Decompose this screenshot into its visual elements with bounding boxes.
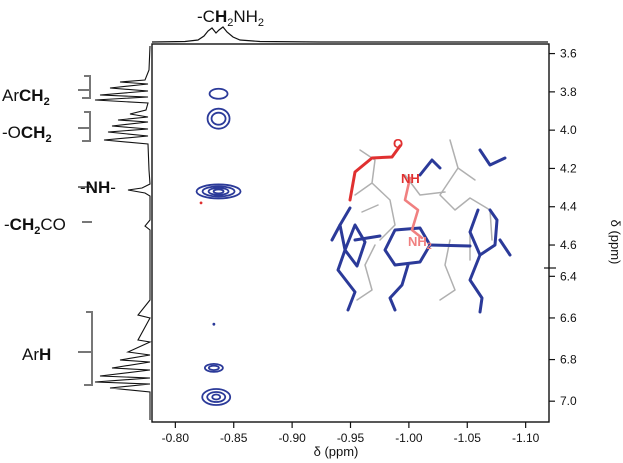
left-label-prefix: - [80, 178, 86, 197]
carbonyl-o-label: O [393, 136, 403, 151]
left-label-bold: NH [86, 178, 111, 197]
calixarene-molecule: O NH NH2 [330, 136, 512, 314]
top-label-suffix: NH [233, 7, 258, 26]
y-tick-label: 3.6 [560, 47, 577, 61]
x-tick-label: -0.80 [162, 431, 190, 445]
x-tick-label: -1.10 [512, 431, 540, 445]
contour-ring [206, 107, 231, 130]
amine-nh2-label: NH2 [408, 234, 432, 251]
x-tick-label: -0.90 [278, 431, 306, 445]
y-tick-label: 4.6 [560, 238, 577, 252]
contour-ring [208, 87, 229, 100]
left-label: -NH- [80, 178, 116, 197]
left-label-bold: H [39, 345, 51, 364]
left-brackets [78, 75, 93, 386]
left-label-prefix: - [4, 215, 10, 234]
x-tick-label: -0.95 [337, 431, 365, 445]
y-tick-label: 4.4 [560, 200, 577, 214]
top-label-prefix: -C [197, 7, 215, 26]
y-tick-label: 4.0 [560, 123, 577, 137]
x-tick-label: -1.00 [395, 431, 423, 445]
cross-peaks [195, 87, 242, 406]
amine-nh2-sub: 2 [427, 241, 432, 251]
left-label-sub: 2 [44, 96, 50, 108]
left-label: -OCH2 [2, 123, 52, 145]
y-tick-label: 6.6 [560, 311, 577, 325]
left-label: ArCH2 [2, 86, 50, 108]
left-label: ArH [22, 345, 51, 364]
amine-nh2-text: NH [408, 234, 427, 249]
top-projection-trace [151, 26, 548, 43]
x-tick-label: -1.05 [454, 431, 482, 445]
contour-ring [211, 393, 222, 401]
left-label-sub: 2 [45, 133, 51, 145]
y-tick-label: 6.4 [560, 269, 577, 283]
contour-ring [212, 188, 225, 195]
x-axis-title: δ (ppm) [314, 444, 359, 459]
left-label-prefix: Ar [22, 345, 39, 364]
top-label-sub: 2 [227, 17, 233, 29]
contour-ring [203, 362, 224, 373]
contour-ring [207, 187, 230, 196]
left-label-sub: 2 [34, 225, 40, 237]
left-label-prefix: Ar [2, 86, 19, 105]
y-tick-label: 6.8 [560, 353, 577, 367]
left-label-prefix: -O [2, 123, 21, 142]
left-label-bold: CH [21, 123, 46, 142]
y-tick-label: 4.2 [560, 161, 577, 175]
contour-ring [195, 183, 242, 200]
bracket-arch2 [78, 75, 91, 99]
left-label-suffix: CO [40, 215, 66, 234]
contour-ring [206, 391, 227, 403]
left-projection-trace [94, 45, 152, 420]
y-axis-title: δ (ppm) [608, 220, 623, 265]
contour-ring [207, 364, 220, 371]
contour-ring [201, 185, 236, 198]
bracket-och2 [78, 111, 91, 142]
y-axis-ticks: 3.6 3.8 4.0 4.2 4.4 4.6 6.4 6.6 6.8 7.0 [549, 47, 577, 408]
contour-ring [210, 111, 227, 126]
contour-ring [201, 388, 232, 406]
amide-nh-label: NH [401, 171, 420, 186]
minor-peak-dot [212, 322, 216, 326]
y-tick-label: 3.8 [560, 85, 577, 99]
top-label-bold: H [215, 7, 227, 26]
bracket-arh [78, 311, 93, 386]
x-tick-label: -0.85 [220, 431, 248, 445]
left-label-bold: CH [10, 215, 35, 234]
left-label-bold: CH [19, 86, 44, 105]
left-label-suffix: - [110, 178, 116, 197]
left-label: -CH2CO [4, 215, 66, 237]
top-peak-label: -CH2NH2 [197, 7, 264, 29]
minor-peak-dot [199, 201, 203, 205]
y-tick-label: 7.0 [560, 394, 577, 408]
top-label-sub2: 2 [258, 17, 264, 29]
x-axis-ticks: -0.80 -0.85 -0.90 -0.95 -1.00 -1.05 -1.10 [162, 422, 540, 445]
